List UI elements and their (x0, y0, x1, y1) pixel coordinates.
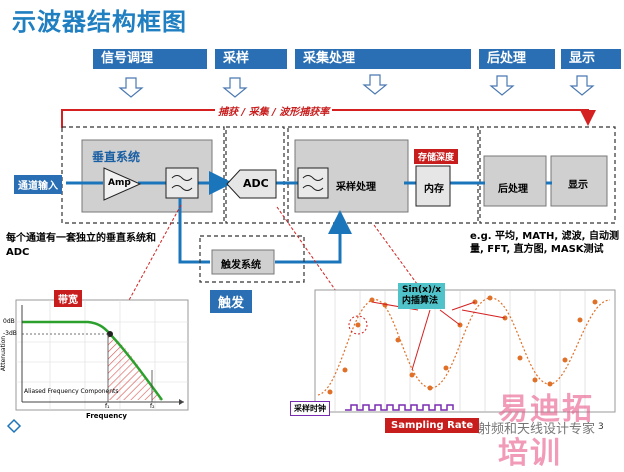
stage-label: 采集处理 (303, 51, 356, 66)
adc-label: ADC (243, 177, 269, 190)
label-3db: -3dB (3, 330, 17, 337)
frequency-axis-label: Frequency (86, 412, 127, 420)
aliased-frequency-label: Aliased Frequency Components (24, 388, 119, 395)
memory-label: 内存 (424, 184, 444, 195)
stage-sampling: 采样 (215, 49, 287, 69)
page-number: 3 (598, 422, 604, 432)
watermark-subtitle: 射频和天线设计专家 (478, 422, 596, 437)
down-arrows (118, 74, 595, 98)
storage-depth-label: 存储深度 (414, 149, 459, 164)
sinc-interpolation-label: Sin(x)/x 内插算法 (398, 283, 446, 309)
stage-label: 采样 (223, 51, 250, 66)
label-0db: 0dB (3, 318, 15, 325)
sample-processing-label: 采样处理 (336, 182, 376, 193)
bandwidth-label: 带宽 (54, 290, 82, 307)
stage-label: 显示 (569, 51, 596, 66)
channel-input-label: 通道输入 (14, 175, 62, 194)
post-processing-label: 后处理 (498, 184, 528, 195)
stage-post-processing: 后处理 (479, 49, 555, 69)
trigger-label: 触发 (210, 290, 253, 313)
f1-label: f₁ (105, 403, 110, 410)
sample-clock-label: 采样时钟 (290, 401, 330, 416)
vertical-system-label: 垂直系统 (92, 150, 141, 164)
stage-label: 信号调理 (101, 51, 154, 66)
diagram-graphics (6, 74, 616, 434)
trigger-system-label: 触发系统 (221, 260, 261, 271)
stage-signal-conditioning: 信号调理 (93, 49, 207, 69)
stage-acquisition: 采集处理 (295, 49, 471, 69)
display-label: 显示 (568, 180, 588, 191)
amp-label: Amp (108, 178, 131, 188)
sampling-rate-label: Sampling Rate (385, 418, 480, 433)
attenuation-axis-label: Attenuation (0, 335, 8, 372)
f2-label: f₂ (150, 403, 155, 410)
stage-display: 显示 (561, 49, 621, 69)
capture-rate-label: 捕获 / 采集 / 波形捕获率 (215, 103, 333, 118)
page-title: 示波器结构框图 (12, 8, 187, 36)
stage-label: 后处理 (487, 51, 527, 66)
post-processing-note: e.g. 平均, MATH, 滤波, 自动测量, FFT, 直方图, MASK测… (470, 231, 619, 255)
channel-note: 每个通道有一套独立的垂直系统和ADC (6, 233, 156, 258)
